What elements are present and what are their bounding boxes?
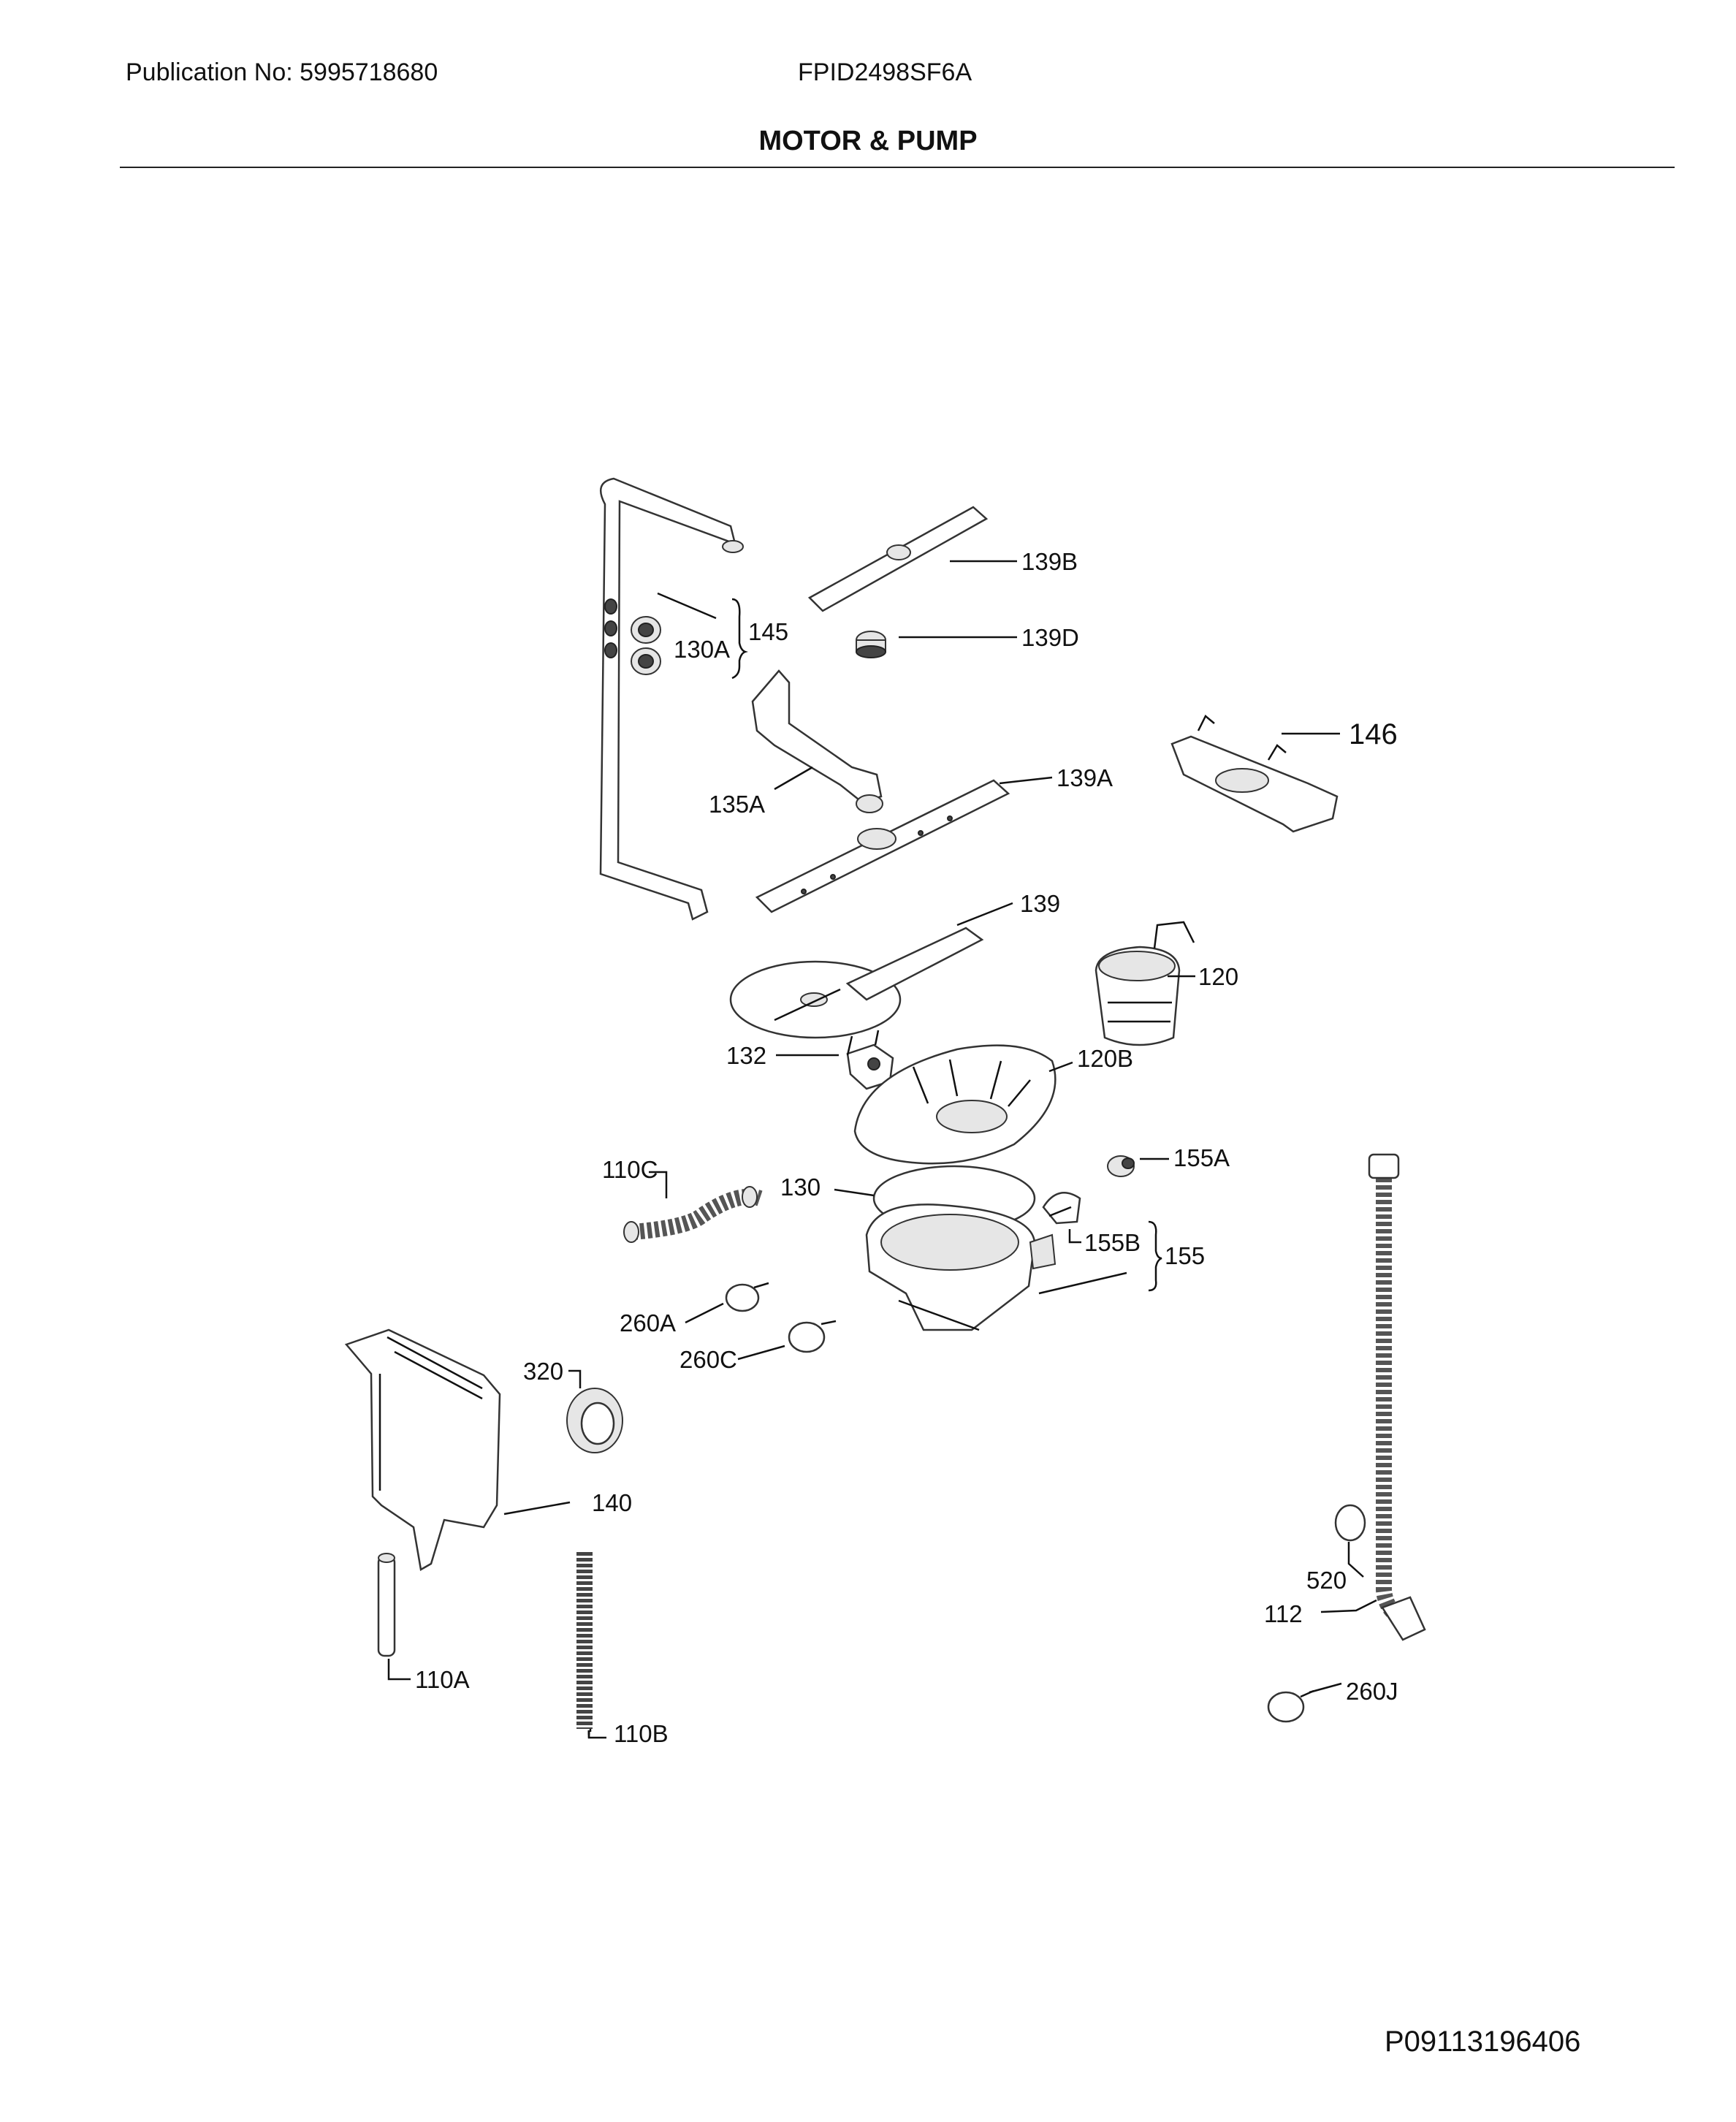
bracket-146-part	[1170, 715, 1339, 833]
callout-110b: 110B	[614, 1720, 669, 1747]
clamp-260j-part	[1267, 1689, 1314, 1723]
callout-320: 320	[523, 1358, 563, 1385]
sump-pump-130-part	[865, 1165, 1057, 1331]
vent-140-part	[344, 1328, 501, 1571]
callout-139b: 139B	[1021, 548, 1078, 575]
callout-120: 120	[1198, 963, 1238, 990]
callout-260a: 260A	[620, 1309, 676, 1336]
callout-130a: 130A	[674, 636, 730, 663]
callout-145: 145	[748, 618, 788, 645]
supply-tube-part	[599, 477, 744, 921]
callout-139a: 139A	[1057, 764, 1113, 791]
callout-112: 112	[1264, 1600, 1303, 1627]
callout-135a: 135A	[709, 791, 765, 818]
callout-155: 155	[1165, 1242, 1205, 1269]
callout-140: 140	[592, 1489, 632, 1516]
publication-number: Publication No: 5995718680	[126, 58, 438, 86]
hose-110c-part	[623, 1186, 763, 1243]
callout-155b: 155B	[1084, 1229, 1141, 1256]
clip-520-part	[1334, 1504, 1366, 1542]
callout-110a: 110A	[415, 1666, 470, 1693]
header-divider	[120, 167, 1675, 168]
fitting-155a-part	[1107, 1155, 1135, 1177]
lower-spray-arm-part	[755, 779, 1010, 913]
callout-labels: 139B 139D 145 130A 146 135A 139A 139 120…	[415, 548, 1398, 1747]
callout-139d: 139D	[1021, 624, 1079, 651]
model-number: FPID2498SF6A	[798, 58, 972, 86]
callout-146: 146	[1349, 718, 1398, 750]
arm-support-part	[751, 669, 883, 813]
grommet-130a-part	[631, 616, 661, 675]
callout-132: 132	[726, 1042, 766, 1069]
tube-110a-part	[377, 1553, 396, 1657]
seal-320-part	[566, 1388, 623, 1453]
page-title: MOTOR & PUMP	[758, 126, 978, 156]
leader-lines	[387, 560, 1377, 1739]
part-155b	[1042, 1192, 1081, 1225]
filter-120-part	[1094, 921, 1195, 1046]
callout-260c: 260C	[679, 1346, 737, 1373]
wash-arm-139-part	[729, 927, 984, 1039]
upper-spray-arm-part	[807, 506, 989, 612]
footer-code: P09113196406	[1385, 2026, 1581, 2058]
callout-139: 139	[1020, 890, 1060, 917]
callout-120b: 120B	[1077, 1045, 1133, 1072]
callout-110c: 110C	[602, 1156, 658, 1183]
callout-155a: 155A	[1173, 1144, 1230, 1171]
callout-130: 130	[780, 1174, 821, 1201]
filter-plate-120b-part	[853, 1044, 1057, 1165]
clamp-260c-part	[788, 1320, 837, 1353]
callout-520: 520	[1306, 1567, 1347, 1594]
drain-hose-112-part	[1368, 1153, 1426, 1641]
callout-260j: 260J	[1346, 1678, 1398, 1705]
clamp-260a-part	[725, 1282, 769, 1312]
spray-arm-nut-part	[856, 631, 886, 658]
